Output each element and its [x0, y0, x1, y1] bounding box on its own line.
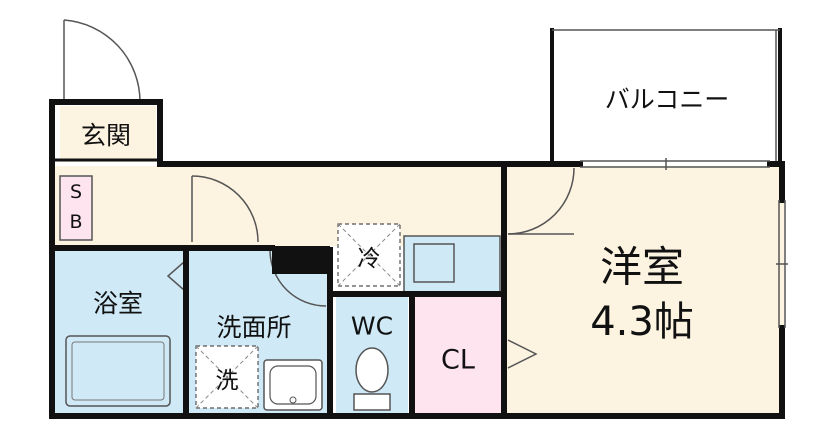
balcony-outline	[550, 28, 782, 162]
toilet-bowl	[355, 347, 389, 393]
toilet-tank	[353, 393, 391, 411]
corridor-floor	[50, 166, 504, 246]
shoe-box	[59, 175, 93, 241]
entrance-door	[63, 19, 141, 103]
entrance-label: 玄関	[80, 121, 132, 150]
western-room-floor	[504, 166, 784, 416]
western-room-name: 洋室	[599, 242, 685, 292]
shoe-box-label-b: B	[69, 211, 83, 233]
pipe-shaft	[272, 246, 330, 274]
walls	[49, 99, 785, 419]
sink-basin	[413, 243, 455, 283]
bathtub	[65, 335, 171, 407]
western-room-size: 4.3帖	[590, 299, 694, 345]
fridge-label: 冷	[357, 246, 381, 272]
washer-label: 洗	[215, 368, 239, 394]
washroom-label: 洗面所	[216, 313, 292, 342]
wash-basin	[263, 359, 323, 411]
windows	[580, 158, 788, 328]
balcony-label: バルコニー	[604, 85, 730, 114]
toilet-label: WC	[350, 311, 394, 341]
shoe-box-label-s: S	[69, 181, 83, 203]
closet-label: CL	[441, 344, 475, 376]
bath-label: 浴室	[92, 289, 144, 318]
entrance-floor	[60, 106, 156, 162]
closet-floor	[414, 296, 502, 416]
